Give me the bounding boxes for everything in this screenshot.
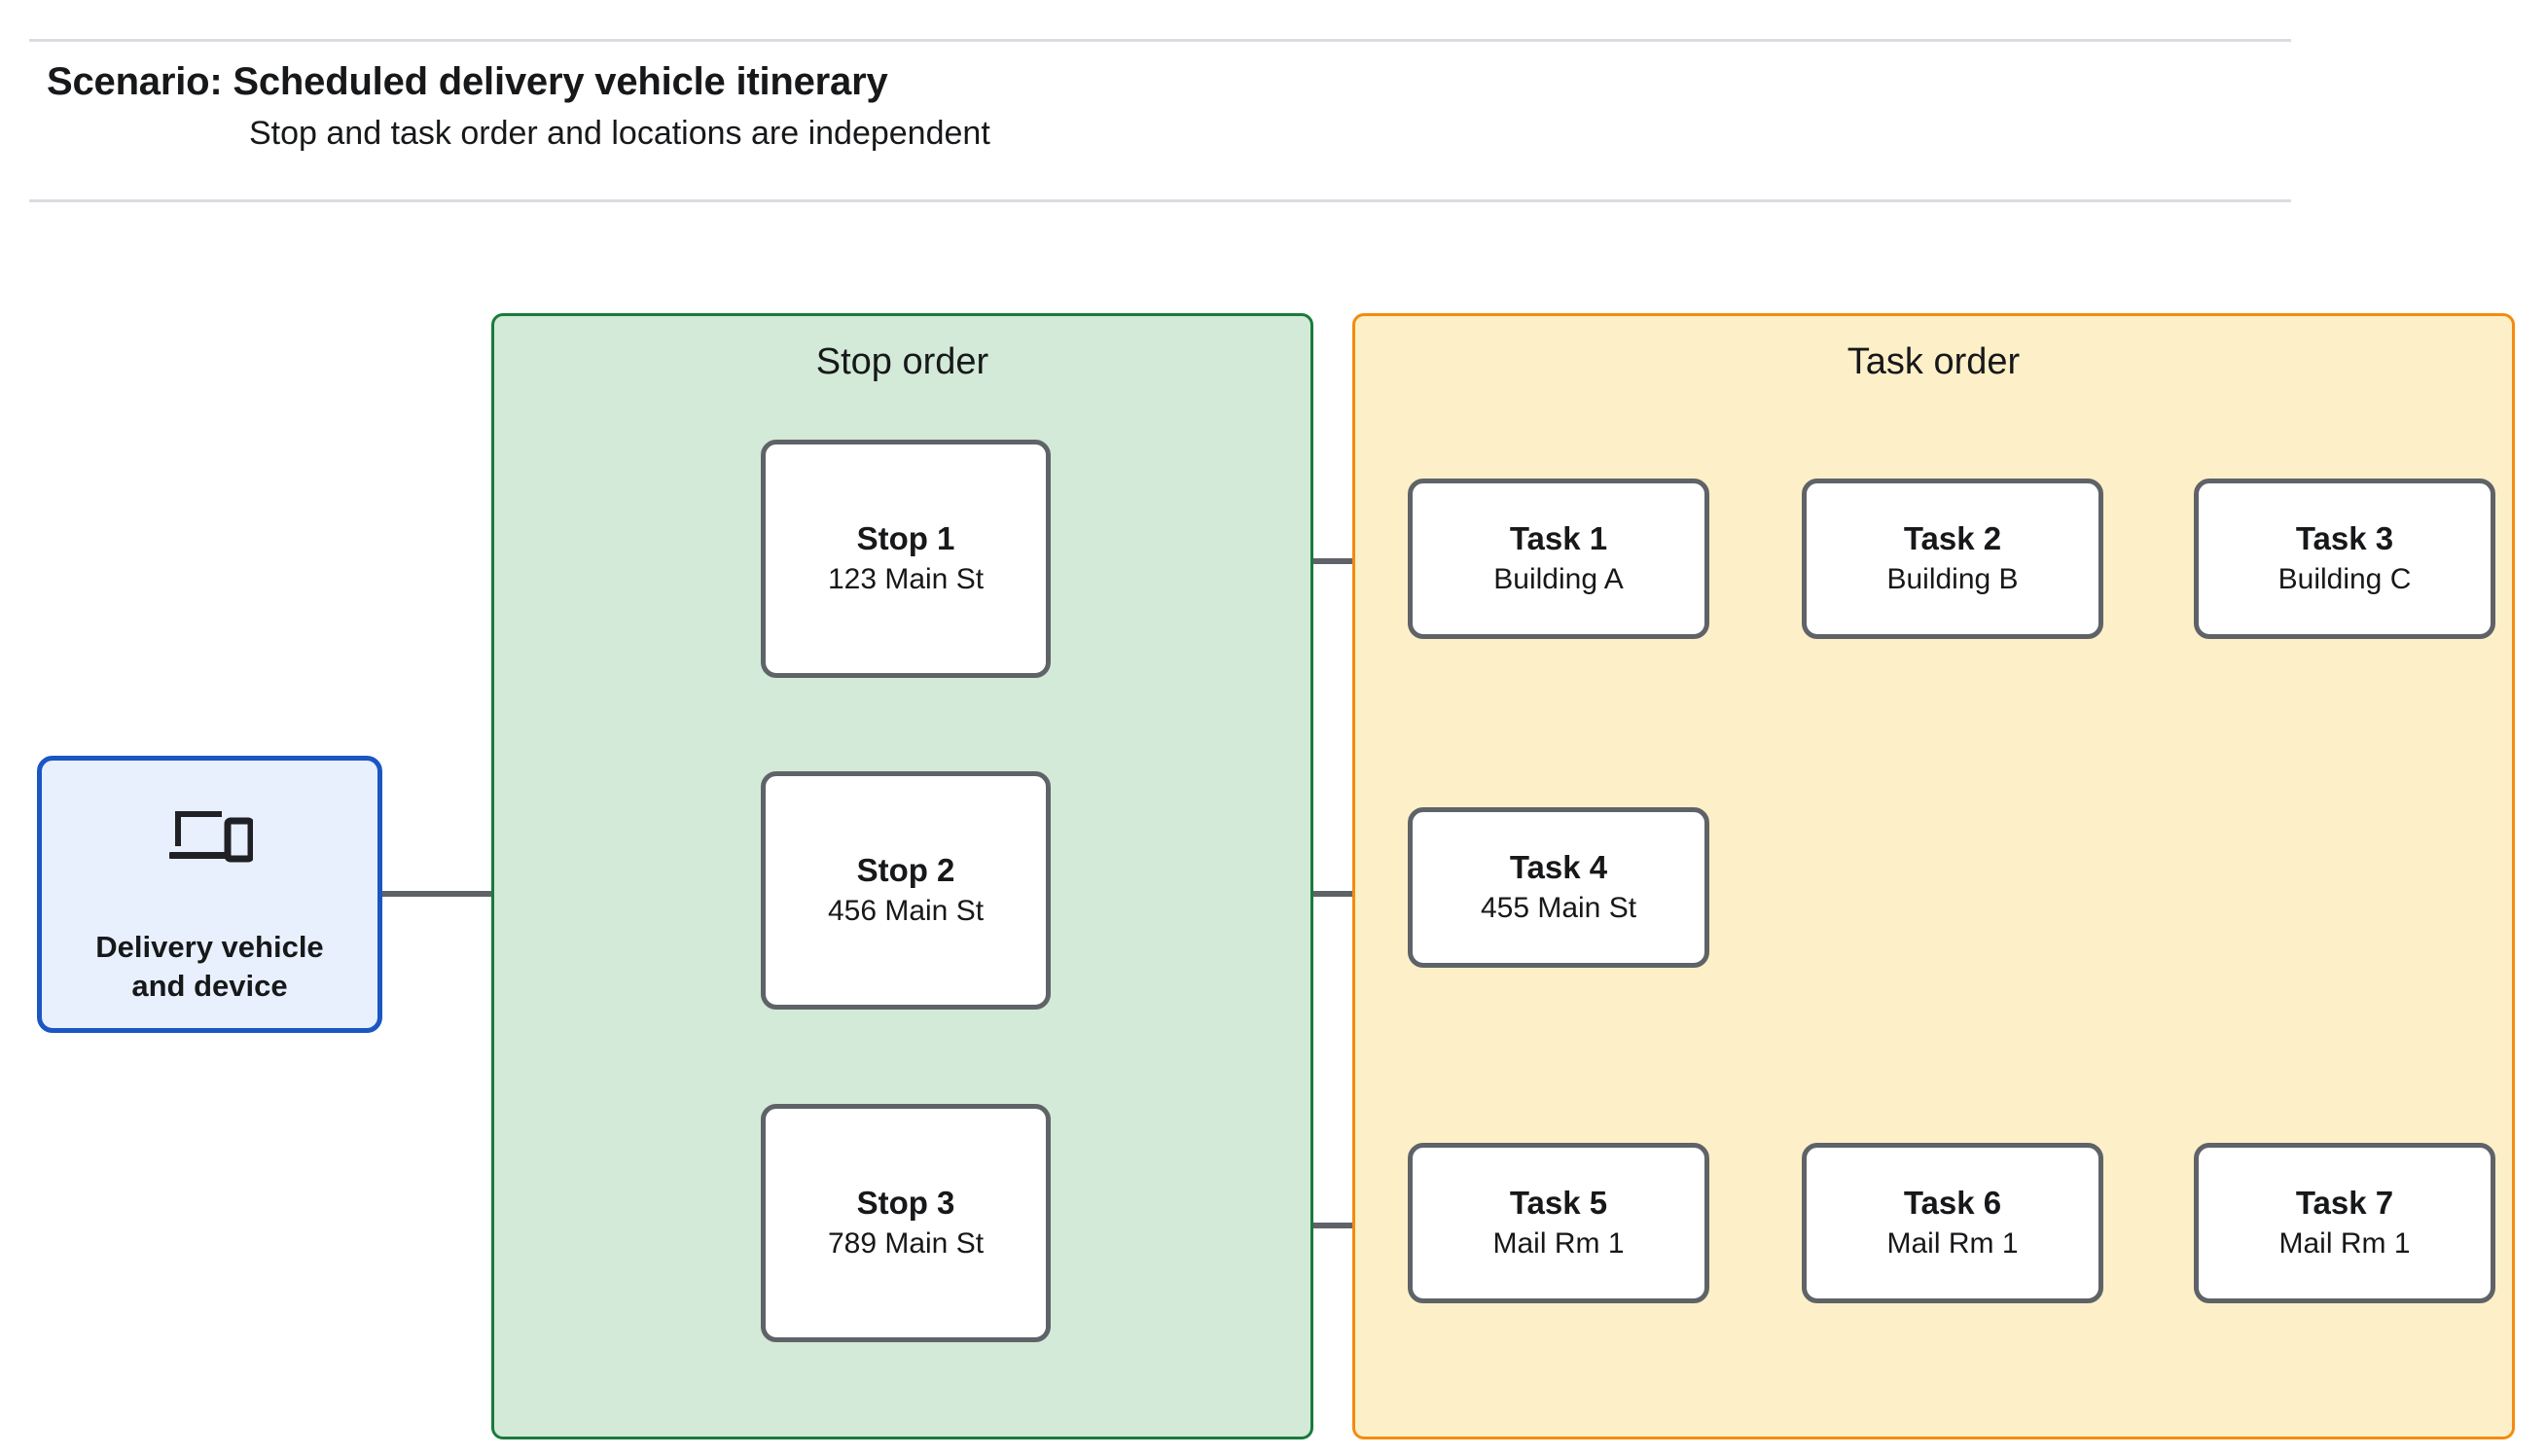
task-node-location: Mail Rm 1 bbox=[2278, 1227, 2411, 1261]
delivery-vehicle-and-device-node[interactable]: Delivery vehicle and device bbox=[37, 756, 382, 1033]
task-node-5[interactable]: Task 5 Mail Rm 1 bbox=[1408, 1143, 1709, 1303]
stop-node-title: Stop 1 bbox=[856, 519, 955, 556]
stop-node-2[interactable]: Stop 2 456 Main St bbox=[761, 771, 1051, 1010]
header-divider-bottom bbox=[29, 199, 2291, 202]
page-subtitle: Stop and task order and locations are in… bbox=[249, 115, 990, 152]
stop-node-address: 789 Main St bbox=[827, 1227, 985, 1261]
task-order-title: Task order bbox=[1847, 341, 2021, 382]
task-node-title: Task 1 bbox=[1509, 519, 1608, 556]
task-node-location: Building C bbox=[2277, 563, 2412, 596]
task-node-title: Task 2 bbox=[1903, 519, 2002, 556]
task-node-title: Task 7 bbox=[2295, 1184, 2394, 1221]
task-node-location: Mail Rm 1 bbox=[1492, 1227, 1625, 1261]
task-node-4[interactable]: Task 4 455 Main St bbox=[1408, 807, 1709, 968]
stop-node-1[interactable]: Stop 1 123 Main St bbox=[761, 440, 1051, 678]
stop-node-address: 123 Main St bbox=[827, 563, 985, 596]
stop-node-address: 456 Main St bbox=[827, 895, 985, 928]
laptop-and-phone-icon bbox=[168, 811, 253, 863]
stop-order-title: Stop order bbox=[815, 341, 989, 382]
connector-vehicle-to-trunk bbox=[382, 891, 567, 897]
task-node-title: Task 4 bbox=[1509, 848, 1608, 885]
stop-node-title: Stop 3 bbox=[856, 1184, 955, 1221]
vehicle-node-label: Delivery vehicle and device bbox=[95, 930, 324, 1003]
task-node-location: 455 Main St bbox=[1480, 892, 1637, 925]
stop-node-title: Stop 2 bbox=[856, 851, 955, 888]
task-node-7[interactable]: Task 7 Mail Rm 1 bbox=[2194, 1143, 2495, 1303]
task-node-2[interactable]: Task 2 Building B bbox=[1802, 479, 2103, 639]
task-node-location: Mail Rm 1 bbox=[1886, 1227, 2019, 1261]
header-divider-top bbox=[29, 39, 2291, 42]
task-node-title: Task 3 bbox=[2295, 519, 2394, 556]
task-node-title: Task 6 bbox=[1903, 1184, 2002, 1221]
task-node-6[interactable]: Task 6 Mail Rm 1 bbox=[1802, 1143, 2103, 1303]
task-node-title: Task 5 bbox=[1509, 1184, 1608, 1221]
page-title: Scenario: Scheduled delivery vehicle iti… bbox=[47, 60, 888, 103]
task-node-1[interactable]: Task 1 Building A bbox=[1408, 479, 1709, 639]
task-node-3[interactable]: Task 3 Building C bbox=[2194, 479, 2495, 639]
stop-node-3[interactable]: Stop 3 789 Main St bbox=[761, 1104, 1051, 1342]
task-node-location: Building A bbox=[1493, 563, 1624, 596]
task-node-location: Building B bbox=[1886, 563, 2019, 596]
